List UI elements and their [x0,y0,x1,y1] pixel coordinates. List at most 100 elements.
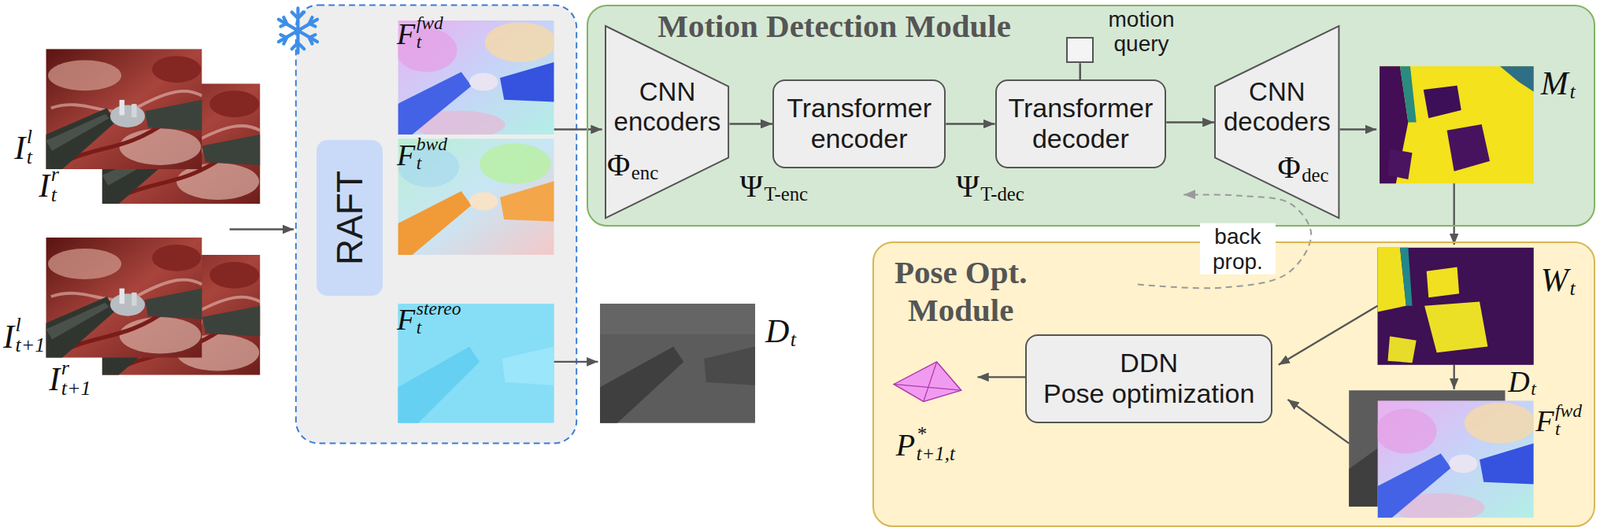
symbol-base: I [38,169,50,203]
symbol-base: F [1535,406,1554,437]
math-symbol: Fstereot [396,304,461,338]
symbol-base: I [48,362,60,397]
flow-arrow [554,128,603,130]
mask-region [1447,124,1490,172]
subscript: t [416,33,444,52]
frozen-panel [296,4,577,444]
process-box: Transformer encoder [772,79,946,169]
stereo-flow-image [397,303,554,424]
symbol-base: M [1540,66,1569,100]
snowflake-arm [278,7,318,53]
symbol-base: P [896,429,915,462]
math-symbol: Mt [1540,66,1576,103]
process-box: Transformer decoder [995,79,1167,169]
flow-arrow [229,228,295,230]
symbol-scripts: lt [26,126,33,168]
backward-flow-image [397,138,554,256]
symbol-scripts: T-dec [980,185,1025,205]
symbol-base: D [765,314,789,349]
superscript: bwd [416,135,448,155]
raft-box: RAFT [316,140,383,297]
flow-arrow [1340,128,1378,130]
superscript: * [916,425,956,445]
symbol-scripts: bwdt [416,135,448,173]
snowflake-branch [280,17,315,45]
subscript: t [416,318,462,338]
stereo-flow-patch [502,346,555,386]
symbol-scripts: stereot [416,300,462,338]
math-symbol: Φenc [607,149,659,184]
query-square: motion query [1066,37,1094,64]
symbol-base: F [396,304,415,335]
symbol-scripts: t [790,329,797,351]
subscript: t [51,185,60,206]
depth-patch [600,303,756,335]
symbol-base: I [3,320,15,354]
flow-arrow [977,376,1026,378]
math-symbol: Wt [1540,263,1576,300]
box-label: CNN encoders [604,77,730,138]
subscript: t [26,147,33,168]
flow-arrow [1453,183,1456,245]
depth-patch [703,346,756,386]
mask-region [1500,66,1534,92]
math-symbol: Dt [765,314,797,351]
math-symbol: Fbwdt [396,140,448,173]
symbol-scripts: dec [1301,166,1329,186]
snowflake-branch [280,17,315,45]
math-symbol: P*t+1,t [896,429,956,465]
box-label: DDN [1113,348,1185,379]
mask-region [1400,66,1417,123]
symbol-scripts: *t+1,t [916,425,956,465]
module-fill [586,4,1595,226]
symbol-scripts: enc [631,163,659,184]
symbol-base: Φ [607,149,630,182]
math-symbol: Φdec [1277,151,1329,186]
depth-patch [600,346,684,423]
module-heading: Motion Detection Module [657,7,1012,45]
superscript: r [61,358,92,379]
forward-flow-image [396,20,556,139]
subscript: t+1 [61,378,92,400]
superscript: stereo [416,300,462,319]
subscript: t [1569,278,1575,300]
subscript: t [1569,81,1575,103]
stereo-image [45,48,202,170]
box-label: Pose optimization [1037,378,1261,410]
flow-arrow [554,361,599,363]
camera-pose-pyramid [893,362,962,403]
symbol-base: Ψ [955,170,980,203]
superscript: l [26,126,33,148]
subscript: t+1 [14,335,45,356]
symbol-scripts: rt [51,164,60,206]
symbol-scripts: T-enc [764,185,809,205]
connector [729,122,773,126]
stereo-flow-patch [397,346,480,423]
symbol-base: Ψ [740,170,764,203]
math-symbol: Irt [38,169,60,206]
subscript: T-enc [764,185,809,205]
process-box: DDNPose optimization [1025,334,1273,424]
pyramid-edge [893,362,962,403]
query-label: motion query [1102,7,1182,57]
superscript: fwd [416,14,444,34]
depth-image [600,303,756,424]
symbol-base: Φ [1277,151,1300,184]
symbol-scripts: rt+1 [61,358,92,400]
snowflake-branch [292,12,305,50]
subscript: dec [1301,166,1329,186]
flow-arrow [1453,365,1456,390]
box-label: CNN decoders [1214,77,1340,138]
weight-region [1400,248,1413,307]
subscript: t [1530,380,1537,400]
motion-mask-image [1379,66,1534,184]
mask-region [1387,148,1412,180]
weight-region [1424,301,1488,353]
math-symbol: Ffwdt [1535,406,1582,439]
module-panel: CNN encoders Transformer encoder motion qu… [586,4,1595,226]
module-panel: DDNPose optimizationPose Opt. Module [872,241,1596,528]
connector [1078,62,1082,80]
